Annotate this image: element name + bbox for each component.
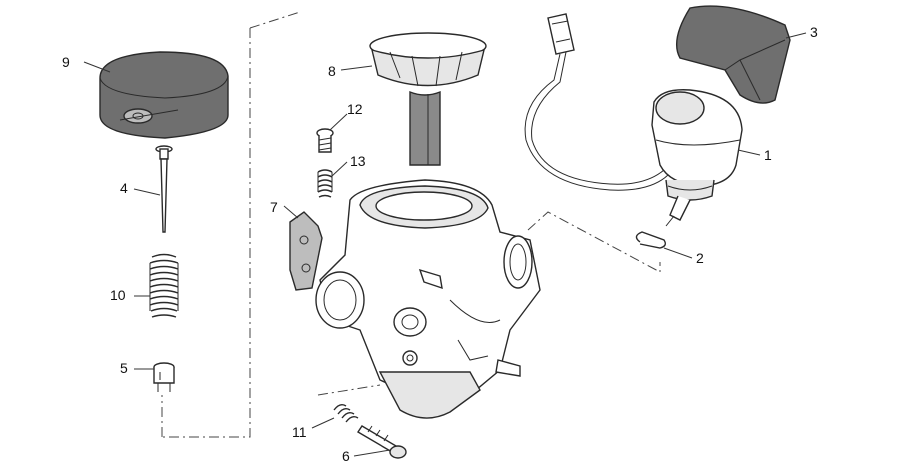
callout-labels: 9 4 10 5 8 12 13 7 11 6 3 1 2 bbox=[62, 24, 818, 464]
adjustment-screw bbox=[357, 425, 407, 459]
choke-solenoid bbox=[524, 13, 743, 227]
callout-leader-lines bbox=[83, 32, 807, 457]
callout-13: 13 bbox=[350, 153, 366, 169]
diaphragm-piston bbox=[369, 32, 487, 166]
callout-9: 9 bbox=[62, 54, 70, 70]
jet-needle bbox=[155, 145, 173, 233]
choke-cover bbox=[676, 5, 791, 104]
callout-5: 5 bbox=[120, 360, 128, 376]
callout-12: 12 bbox=[347, 101, 363, 117]
assembly-guide-lines bbox=[161, 11, 661, 438]
callout-1: 1 bbox=[764, 147, 772, 163]
callout-11: 11 bbox=[292, 424, 307, 440]
callout-8: 8 bbox=[328, 63, 336, 79]
callout-4: 4 bbox=[120, 180, 128, 196]
callout-3: 3 bbox=[810, 24, 818, 40]
carburetor-body bbox=[289, 179, 541, 419]
piston-spring bbox=[317, 169, 333, 198]
screw-spring bbox=[333, 403, 359, 423]
retaining-clip bbox=[635, 231, 667, 249]
top-cover bbox=[99, 51, 229, 139]
cover-screw bbox=[316, 128, 334, 153]
callout-6: 6 bbox=[342, 448, 350, 464]
callout-7: 7 bbox=[270, 199, 278, 215]
callout-2: 2 bbox=[696, 250, 704, 266]
needle-spring bbox=[149, 253, 179, 318]
callout-10: 10 bbox=[110, 287, 126, 303]
needle-clip-retainer bbox=[153, 362, 175, 392]
